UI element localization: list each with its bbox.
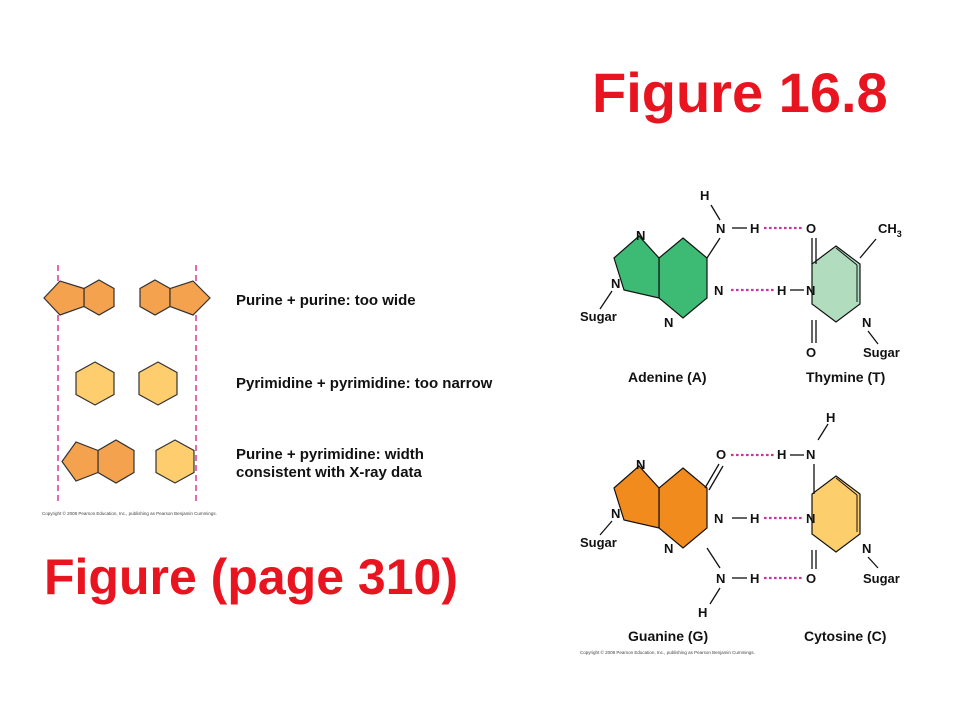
adenine-n1: N bbox=[714, 283, 723, 298]
figure-title: Figure 16.8 bbox=[592, 61, 888, 124]
thymine-n3: N bbox=[806, 283, 815, 298]
guanine-sugar: Sugar bbox=[580, 535, 617, 550]
row-3-label-line1: Purine + pyrimidine: width bbox=[236, 446, 424, 463]
adenine-amino-h1: H bbox=[700, 188, 709, 203]
row-2-label: Pyrimidine + pyrimidine: too narrow bbox=[236, 375, 493, 392]
adenine-n3: N bbox=[664, 315, 673, 330]
guanine-n3: N bbox=[664, 541, 673, 556]
guanine-n1: N bbox=[714, 511, 723, 526]
adenine-amino-n: N bbox=[716, 221, 725, 236]
guanine-amino-h2: H bbox=[698, 605, 707, 620]
row-3-label-line2: consistent with X-ray data bbox=[236, 464, 423, 481]
adenine-thymine-pair: N N N N Sugar N H H O N H N Sugar O CH3 bbox=[580, 188, 902, 385]
cytosine-n3: N bbox=[806, 511, 815, 526]
thymine-o2: O bbox=[806, 345, 816, 360]
page-figure-title: Figure (page 310) bbox=[44, 549, 458, 605]
right-copyright: Copyright © 2008 Pearson Education, Inc.… bbox=[580, 649, 755, 655]
guanine-cytosine-pair: N N N N Sugar O H N H H N H H N N Sugar bbox=[580, 410, 900, 644]
guanine-n9: N bbox=[611, 506, 620, 521]
adenine-amino-h2: H bbox=[750, 221, 759, 236]
cytosine-o2: O bbox=[806, 571, 816, 586]
cytosine-n1: N bbox=[862, 541, 871, 556]
guanine-label: Guanine (G) bbox=[628, 628, 708, 644]
thymine-methyl: CH3 bbox=[878, 221, 902, 239]
purine-purine-shape bbox=[43, 279, 211, 316]
adenine-n7: N bbox=[636, 228, 645, 243]
guanine-amino-h1: H bbox=[750, 571, 759, 586]
guanine-amino-n: N bbox=[716, 571, 725, 586]
adenine-label: Adenine (A) bbox=[628, 369, 707, 385]
thymine-n1: N bbox=[862, 315, 871, 330]
guanine-structure bbox=[613, 465, 708, 549]
pyrimidine-pyrimidine-shape bbox=[75, 361, 178, 406]
cytosine-amino-h2: H bbox=[777, 447, 786, 462]
thymine-h3: H bbox=[777, 283, 786, 298]
guanine-h1: H bbox=[750, 511, 759, 526]
adenine-structure bbox=[613, 235, 708, 319]
thymine-sugar: Sugar bbox=[863, 345, 900, 360]
thymine-o4: O bbox=[806, 221, 816, 236]
cytosine-sugar: Sugar bbox=[863, 571, 900, 586]
left-copyright: Copyright © 2008 Pearson Education, Inc.… bbox=[42, 510, 217, 516]
guanine-n7: N bbox=[636, 457, 645, 472]
cytosine-label: Cytosine (C) bbox=[804, 628, 886, 644]
adenine-n9: N bbox=[611, 276, 620, 291]
cytosine-amino-n: N bbox=[806, 447, 815, 462]
purine-pyrimidine-shape bbox=[61, 439, 195, 484]
adenine-sugar: Sugar bbox=[580, 309, 617, 324]
width-comparison-panel: Purine + purine: too wide Pyrimidine + p… bbox=[42, 265, 493, 516]
row-1-label: Purine + purine: too wide bbox=[236, 292, 416, 309]
guanine-o6: O bbox=[716, 447, 726, 462]
cytosine-amino-h1: H bbox=[826, 410, 835, 425]
cytosine-structure bbox=[811, 475, 861, 553]
thymine-label: Thymine (T) bbox=[806, 369, 885, 385]
thymine-structure bbox=[811, 245, 861, 323]
